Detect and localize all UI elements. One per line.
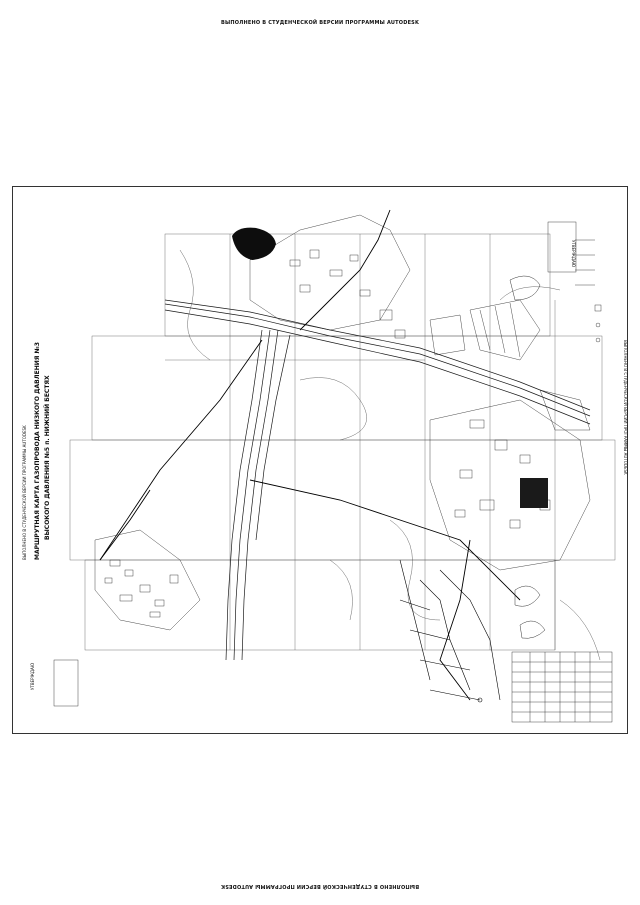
highway — [164, 299, 591, 425]
pipeline-route — [439, 539, 471, 701]
settlement-right — [429, 399, 591, 571]
highway-edge — [164, 303, 591, 417]
corridor — [225, 329, 291, 661]
grid-cell — [164, 233, 551, 337]
drawing-sheet-frame — [12, 186, 628, 734]
industrial-block — [520, 478, 548, 508]
highway-edge — [164, 309, 591, 425]
lake-shape — [232, 227, 276, 260]
stamp-box-left — [53, 659, 79, 707]
pipeline-route — [99, 489, 151, 561]
pipeline-route — [249, 479, 521, 601]
data-table — [511, 651, 613, 723]
branch-network — [399, 559, 501, 703]
pipeline-route — [299, 209, 391, 331]
grid-cell — [84, 559, 556, 651]
contours — [179, 249, 601, 661]
pipeline-route — [99, 339, 263, 561]
corridor-line — [241, 329, 279, 661]
stamp-box-right — [547, 221, 577, 273]
pond-shape — [509, 275, 541, 301]
pond-shape — [514, 585, 541, 607]
settlement-top — [249, 214, 411, 339]
legend — [575, 239, 602, 343]
corridor-line — [225, 329, 263, 661]
node-marker — [477, 697, 483, 703]
watermark-top: ВЫПОЛНЕНО В СТУДЕНЧЕСКОЙ ВЕРСИИ ПРОГРАММ… — [220, 20, 420, 26]
corridor-line — [255, 334, 291, 541]
highway-edge — [164, 299, 591, 411]
pond-shape — [519, 620, 546, 639]
gas-pipeline — [99, 209, 521, 701]
settlement-left — [94, 529, 201, 631]
corridor-line — [233, 329, 271, 661]
sheet-grid — [69, 233, 616, 651]
field-plots — [429, 299, 591, 431]
